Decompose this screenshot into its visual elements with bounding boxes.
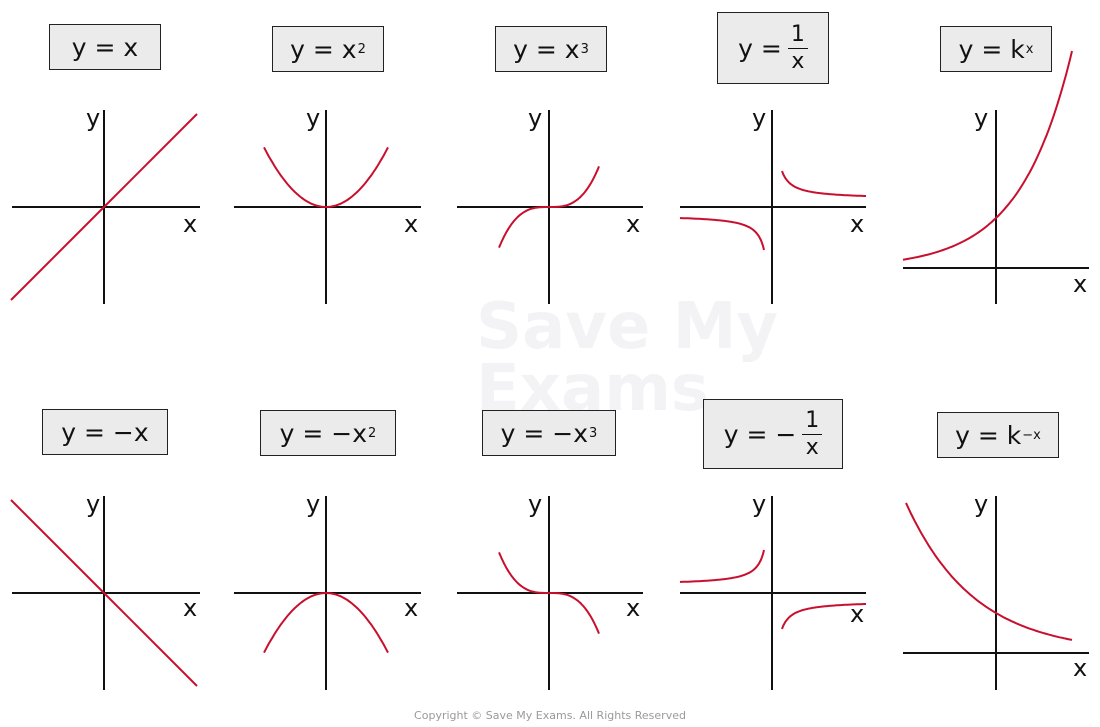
equation-exponent: −x bbox=[1022, 427, 1041, 443]
curve-y-equals-neg-1-over-x-branch-2 bbox=[679, 549, 765, 583]
x-axis-label: x bbox=[404, 594, 418, 622]
curve-y-equals-1-over-x bbox=[781, 170, 866, 197]
equation-exponent: 3 bbox=[589, 425, 598, 441]
equation-label-y-equals-k-to-neg-x: y = k−x bbox=[937, 412, 1059, 458]
equation-text: y = −x bbox=[500, 418, 589, 448]
equation-text: y = k bbox=[958, 34, 1025, 64]
watermark-line-1: Save My bbox=[476, 290, 779, 364]
y-axis-label: y bbox=[306, 104, 320, 132]
equation-text: y = bbox=[738, 33, 782, 63]
curve-y-equals-x bbox=[10, 113, 198, 301]
equation-text: y = x bbox=[71, 32, 139, 62]
fraction-numerator: 1 bbox=[802, 409, 823, 435]
x-axis-label: x bbox=[626, 594, 640, 622]
graph-panel-y-equals-x-cubed: xy bbox=[457, 104, 643, 304]
equation-text: y = −x bbox=[61, 417, 149, 447]
graph-panel-y-equals-1-over-x: xy bbox=[679, 104, 866, 304]
y-axis-label: y bbox=[752, 490, 766, 518]
equation-label-y-equals-neg-x: y = −x bbox=[42, 409, 168, 455]
fraction-denominator: x bbox=[805, 434, 819, 460]
curve-y-equals-neg-x bbox=[10, 499, 198, 687]
x-axis-label: x bbox=[404, 210, 418, 238]
curve-y-equals-neg-1-over-x bbox=[781, 603, 866, 630]
equation-exponent: 2 bbox=[357, 41, 366, 57]
fraction-numerator: 1 bbox=[787, 23, 808, 49]
watermark: Save My Exams bbox=[476, 290, 779, 421]
equation-exponent: 2 bbox=[368, 425, 377, 441]
x-axis-label: x bbox=[183, 594, 197, 622]
x-axis-label: x bbox=[1073, 270, 1087, 298]
x-axis-label: x bbox=[850, 600, 864, 628]
curve-y-equals-x-squared bbox=[263, 146, 389, 209]
curve-y-equals-neg-x-squared bbox=[263, 591, 389, 654]
graph-panel-y-equals-neg-1-over-x: xy bbox=[679, 490, 866, 690]
graph-panel-y-equals-neg-x-squared: xy bbox=[234, 490, 421, 690]
x-axis-label: x bbox=[183, 210, 197, 238]
equation-text: y = k bbox=[955, 420, 1022, 450]
graph-panel-y-equals-x-squared: xy bbox=[234, 104, 421, 304]
equation-exponent: 3 bbox=[580, 41, 589, 57]
curve-y-equals-neg-x-cubed bbox=[498, 551, 600, 634]
curve-y-equals-1-over-x-branch-2 bbox=[679, 217, 765, 251]
graph-panel-y-equals-k-to-neg-x: xy bbox=[903, 490, 1089, 690]
equation-text: y = x bbox=[290, 34, 357, 64]
y-axis-label: y bbox=[974, 104, 988, 132]
y-axis-label: y bbox=[306, 490, 320, 518]
y-axis-label: y bbox=[752, 104, 766, 132]
y-axis-label: y bbox=[86, 490, 100, 518]
y-axis-label: y bbox=[528, 104, 542, 132]
curve-y-equals-k-to-neg-x bbox=[905, 502, 1073, 641]
equation-label-y-equals-x: y = x bbox=[49, 24, 161, 70]
curve-y-equals-k-to-x bbox=[902, 50, 1073, 261]
curve-y-equals-x-cubed bbox=[498, 166, 600, 249]
graph-panel-y-equals-x: xy bbox=[10, 104, 200, 304]
y-axis-label: y bbox=[86, 104, 100, 132]
equation-text: y = x bbox=[513, 34, 580, 64]
y-axis-label: y bbox=[528, 490, 542, 518]
x-axis-label: x bbox=[850, 210, 864, 238]
copyright-notice: Copyright © Save My Exams. All Rights Re… bbox=[414, 709, 686, 722]
graph-panel-y-equals-neg-x: xy bbox=[10, 490, 200, 690]
x-axis-label: x bbox=[1073, 654, 1087, 682]
y-axis-label: y bbox=[974, 490, 988, 518]
graph-panel-y-equals-neg-x-cubed: xy bbox=[457, 490, 643, 690]
equation-text: y = −x bbox=[279, 418, 368, 448]
fraction-denominator: x bbox=[791, 48, 805, 74]
equation-text: y = − bbox=[723, 419, 797, 449]
x-axis-label: x bbox=[626, 210, 640, 238]
graph-panel-y-equals-k-to-x: xy bbox=[902, 50, 1089, 304]
equation-exponent: x bbox=[1025, 41, 1034, 57]
